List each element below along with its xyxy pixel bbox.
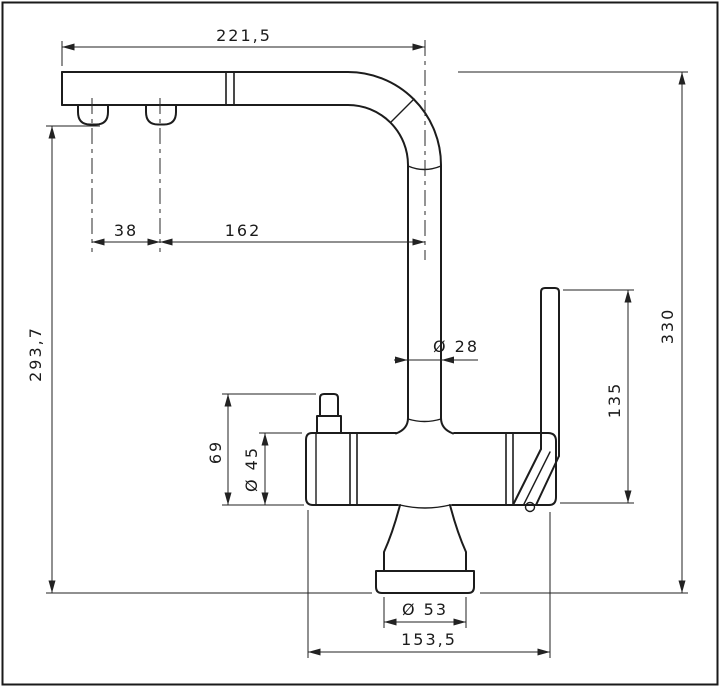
dim-label-spout-length: 221,5 bbox=[216, 26, 272, 45]
dim-spout-height: 293,7 bbox=[26, 125, 372, 594]
base-cone-left bbox=[383, 504, 401, 572]
dim-label-base-width: 153,5 bbox=[401, 630, 457, 649]
base-flange bbox=[375, 570, 475, 594]
dim-label-valve-height: 69 bbox=[206, 440, 225, 464]
dim-tube-diameter: Ø 28 bbox=[394, 337, 479, 364]
body-right-section bbox=[451, 432, 557, 506]
spout-tube-outer-edge bbox=[61, 71, 454, 435]
dim-base-width: 153,5 bbox=[307, 510, 551, 658]
dim-handle-length: 135 bbox=[560, 289, 634, 504]
spray-outlet-1 bbox=[77, 104, 109, 126]
handle-lever-bar bbox=[540, 287, 560, 457]
elbow-joint-line bbox=[390, 98, 415, 123]
spray-outlet-2 bbox=[145, 104, 177, 126]
dim-body-diameter: Ø 45 bbox=[242, 432, 302, 505]
pipe-transition-line bbox=[407, 165, 442, 171]
dim-label-base-diameter: Ø 53 bbox=[402, 600, 448, 619]
left-valve-collar bbox=[316, 415, 342, 434]
dimension-annotations: 221,5 38 162 293,7 330 bbox=[26, 26, 688, 658]
left-valve-knob bbox=[319, 393, 339, 417]
dim-valve-height: 69 bbox=[206, 393, 316, 506]
faucet-outline bbox=[61, 71, 560, 594]
dim-label-aerator-spacing: 38 bbox=[114, 221, 138, 240]
dim-label-tube-diameter: Ø 28 bbox=[433, 337, 479, 356]
base-cone-right bbox=[449, 504, 467, 572]
dim-label-spout-reach: 162 bbox=[225, 221, 262, 240]
dim-label-spout-height: 293,7 bbox=[26, 326, 45, 382]
dim-label-total-height: 330 bbox=[658, 308, 677, 345]
cone-top-arc bbox=[399, 504, 451, 509]
handle-base-right-edge bbox=[535, 455, 560, 506]
handle-screw-detail bbox=[524, 501, 536, 513]
dim-label-body-diameter: Ø 45 bbox=[242, 446, 261, 492]
centerlines bbox=[91, 40, 426, 260]
pipe-collar-line bbox=[407, 418, 442, 423]
handle-base-detail-line bbox=[523, 451, 551, 505]
dim-base-diameter: Ø 53 bbox=[383, 597, 467, 628]
dim-spout-reach: 162 bbox=[160, 221, 425, 246]
dim-spout-length: 221,5 bbox=[61, 26, 425, 66]
dim-total-height: 330 bbox=[458, 71, 688, 594]
handle-base-left-edge bbox=[513, 448, 542, 504]
dim-aerator-spacing: 38 bbox=[92, 221, 160, 246]
dim-label-handle-length: 135 bbox=[605, 382, 624, 419]
spout-tube-inner-edge bbox=[61, 104, 409, 435]
body-left-section bbox=[305, 432, 399, 506]
